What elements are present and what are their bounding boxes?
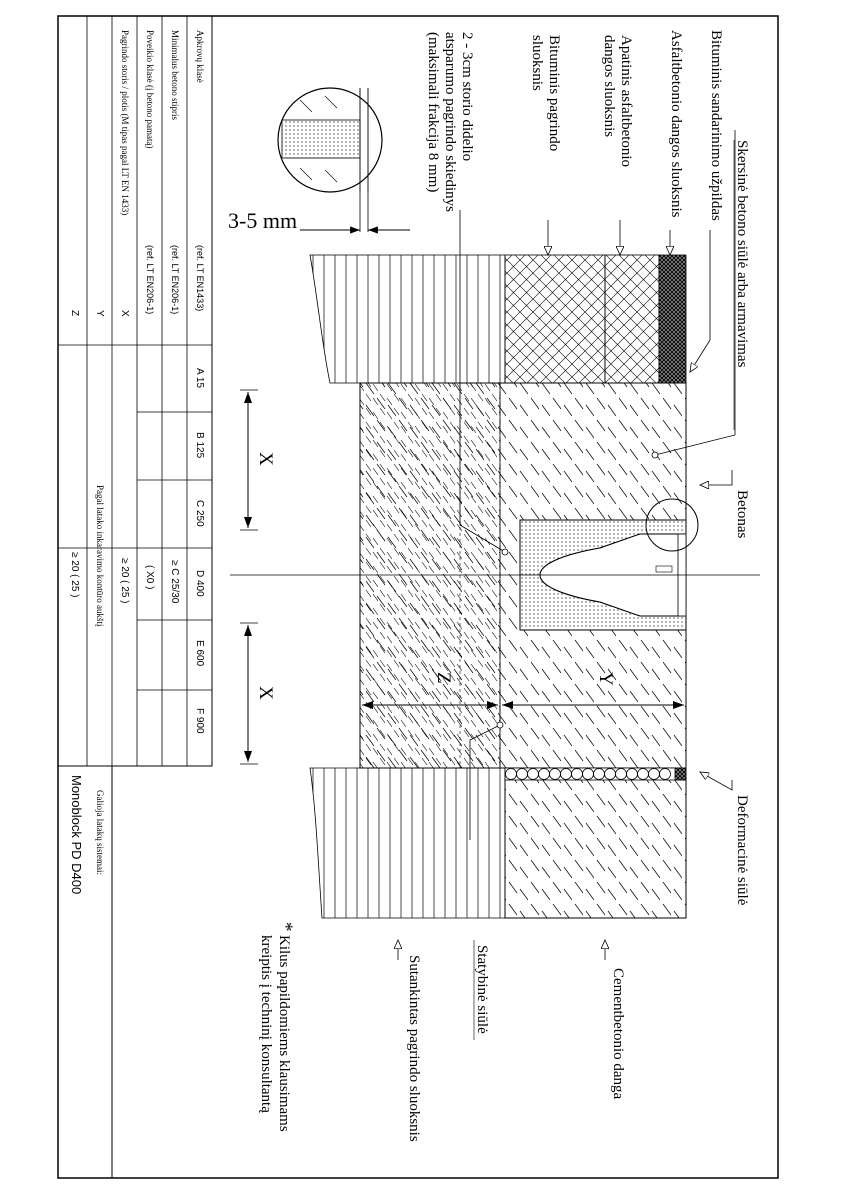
leader-sandarinimo xyxy=(690,230,711,372)
label-deformacine-siule: Deformacinė siūlė xyxy=(734,795,750,906)
class-e600: E 600 xyxy=(194,640,205,667)
row-exposure: Poveikio klasė (į betono pamatą) xyxy=(145,30,155,148)
note-line-1: Kilus papildomiems klausimams xyxy=(276,935,292,1132)
class-b125: B 125 xyxy=(194,432,205,459)
lower-asphalt-layer xyxy=(604,254,660,384)
note-line-2: kreiptis į techninį konsultantą xyxy=(258,935,274,1113)
label-sutankintas: Sutankintas pagrindo sluoksnis xyxy=(406,955,422,1142)
leader-statybine xyxy=(469,724,501,840)
bituminous-base-layer xyxy=(504,254,606,384)
bedding-mortar-layer xyxy=(359,382,501,769)
label-skiedinys-2: atsparumo pagrindo skiedinys xyxy=(442,32,458,212)
system-caption: Galioja latakų sistemai: xyxy=(95,790,105,875)
row-base-y-symbol: Y xyxy=(94,310,105,317)
cement-concrete-pavement xyxy=(504,767,687,919)
class-a15: A 15 xyxy=(194,368,205,388)
label-gap-dimension: 3-5 mm xyxy=(228,208,297,233)
grate-slot xyxy=(655,565,673,573)
label-skiedinys-1: 2 - 3cm storio didelio xyxy=(459,32,475,161)
row-base-z-symbol: Z xyxy=(69,310,80,316)
label-statybine-siule: Statybinė siūlė xyxy=(474,945,490,1034)
label-apatinis-2: dangos sluoksnis xyxy=(601,35,617,137)
row-min-concrete: Minimalus betono stipris xyxy=(170,30,180,120)
label-bituminis-2: sluoksnis xyxy=(529,35,545,91)
value-exposure: ( X0 ) xyxy=(144,565,155,589)
label-skiedinys-3: (maksimali frakcija 8 mm) xyxy=(425,32,441,192)
note-asterisk: * xyxy=(275,922,296,932)
leader-skiedinys xyxy=(459,210,506,553)
asphalt-surface-layer xyxy=(658,254,687,384)
label-betonas: Betonas xyxy=(734,490,750,538)
title-block xyxy=(57,765,113,1179)
label-skersine-siule: Skersinė betono siūlė arba armavimas xyxy=(734,140,750,368)
dim-x-bottom-label: X xyxy=(255,686,276,700)
joint-detail-magnified xyxy=(277,87,410,234)
leader-betonas xyxy=(700,470,733,485)
label-apatinis-1: Apatinis asfaltbetonio xyxy=(618,35,634,167)
system-name: Monoblock PD D400 xyxy=(69,775,84,894)
value-concrete: ≥ C 25/30 xyxy=(169,560,180,604)
dim-z-label: Z xyxy=(433,672,454,684)
dim-y-label: Y xyxy=(595,672,616,686)
cross-section-drawing: Skersinė betono siūlė arba armavimas Bit… xyxy=(228,30,760,1142)
row-load-class: Apkrovų klasė xyxy=(195,30,205,83)
value-z: ≥ 20 ( 25 ) xyxy=(69,552,80,598)
class-d400: D 400 xyxy=(194,570,205,597)
row-exposure-symbol: X xyxy=(119,310,130,317)
label-cementbetonio: Cementbetonio danga xyxy=(610,968,626,1100)
dim-x-top-label: X xyxy=(255,452,276,466)
value-y: ≥ 20 ( 25 ) xyxy=(119,558,130,604)
row-base-thickness: Pagrindo storis / plotis (M tipas pagal … xyxy=(120,30,130,215)
label-sandarinimo: Bituminis sandarinimo užpildas xyxy=(708,30,724,221)
detail-marker-circle xyxy=(645,498,699,552)
spec-table: Apkrovų klasė (ref. LT EN1433) Minimalus… xyxy=(57,15,213,1179)
class-c250: C 250 xyxy=(194,500,205,527)
expansion-joint-filler xyxy=(504,767,687,781)
compacted-subbase-bottom xyxy=(309,767,506,919)
compacted-subbase-top xyxy=(309,254,506,384)
leader-skersine xyxy=(654,130,736,456)
row-min-concrete-ref: (ref. LT EN206-1) xyxy=(170,245,180,314)
label-asfaltbetonio: Asfaltbetonio dangos sluoksnis xyxy=(668,30,684,218)
label-bituminis-1: Bituminis pagrindo xyxy=(546,35,562,151)
value-anchoring: Pagal latako inkaravimo kontūro aukštį xyxy=(95,485,105,627)
leader-deformacine xyxy=(700,772,733,791)
row-load-class-ref: (ref. LT EN1433) xyxy=(195,245,205,311)
class-f900: F 900 xyxy=(194,708,205,734)
row-exposure-ref: (ref. LT EN206-1) xyxy=(145,245,155,314)
